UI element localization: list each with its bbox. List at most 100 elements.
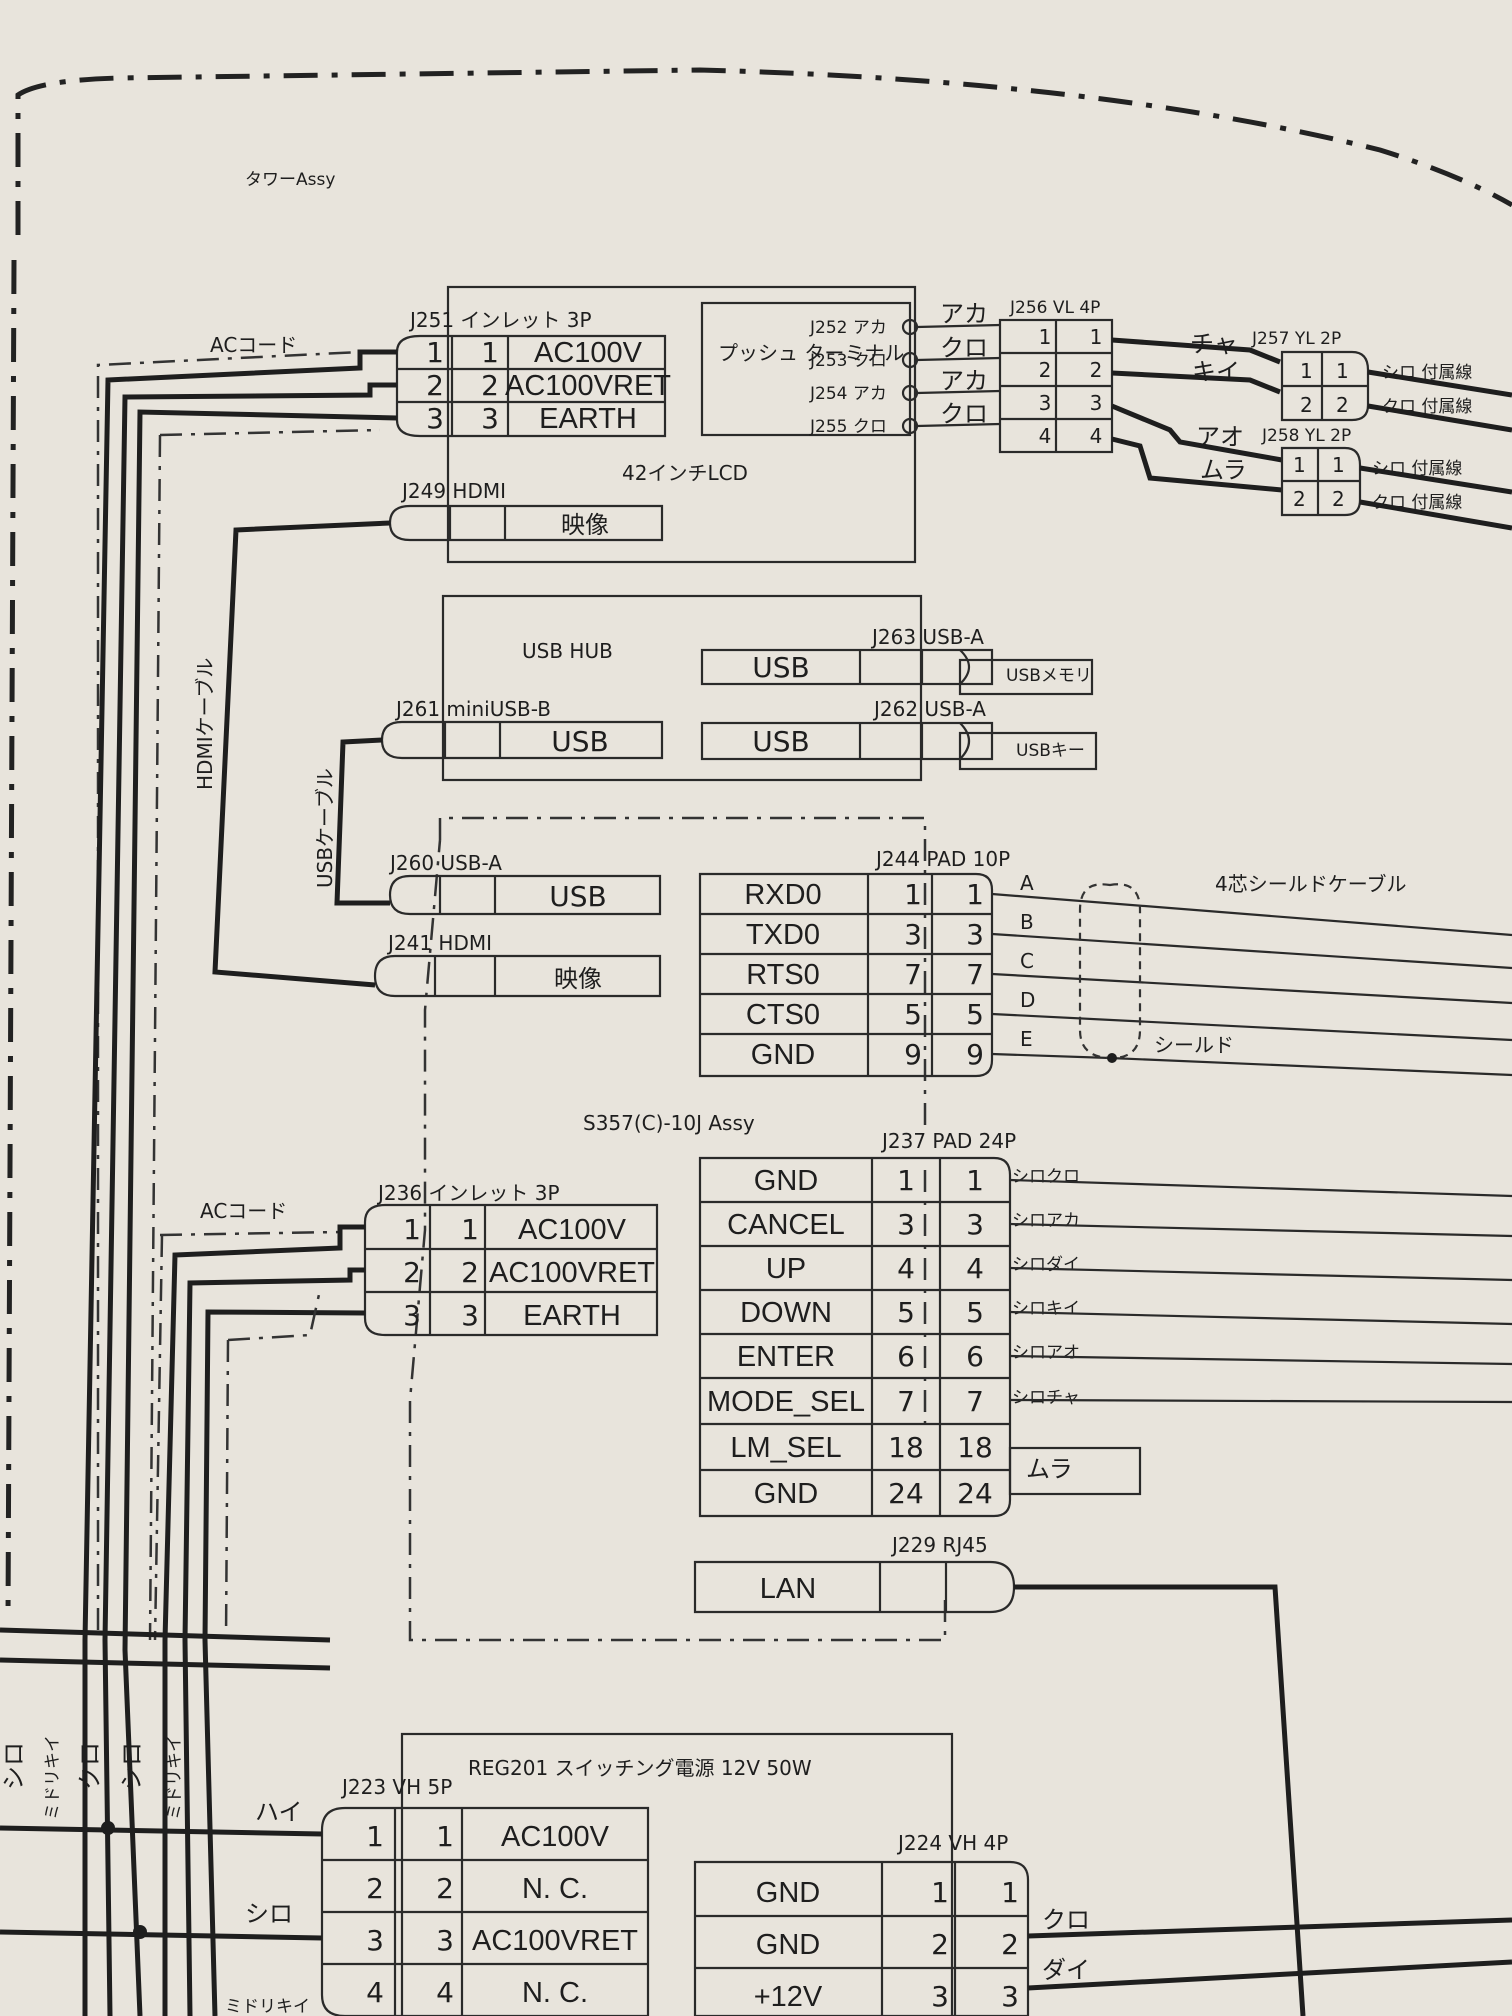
j237-wire-color: シロチャ xyxy=(1012,1388,1080,1408)
j251-pin: 2 xyxy=(481,369,499,402)
j236-pin: 1 xyxy=(461,1213,479,1246)
j257-pin: 2 xyxy=(1300,393,1313,417)
j237-wire-color: シロクロ xyxy=(1012,1167,1080,1187)
j223-pin: 2 xyxy=(436,1872,454,1905)
j251-signal: AC100VRET xyxy=(505,370,671,402)
wire-letter: D xyxy=(1020,988,1035,1012)
j263-connector: USB USBメモリ xyxy=(700,648,1094,696)
j261-connector: USB xyxy=(380,720,664,760)
j241-video: 映像 xyxy=(554,965,602,993)
j244-pin: 1 xyxy=(966,878,984,911)
vertical-wire-label: クロ xyxy=(76,1742,104,1790)
ac-cord-wires xyxy=(0,349,398,2016)
j224-out-wire xyxy=(1027,1917,1512,1939)
j244-label: J244 PAD 10P xyxy=(874,847,1010,871)
j256-pin: 1 xyxy=(1090,325,1103,349)
j258-pin: 2 xyxy=(1293,487,1306,511)
j241-connector: 映像 xyxy=(373,954,662,998)
j237-signal: MODE_SEL xyxy=(707,1386,865,1418)
j237-pin: 3 xyxy=(966,1208,984,1241)
j229-label: J229 RJ45 xyxy=(890,1533,988,1557)
j241-label: J241 HDMI xyxy=(386,931,492,955)
lcd-title: 42インチLCD xyxy=(622,461,748,485)
j258-out-wire xyxy=(1359,499,1512,531)
j256-pin: 4 xyxy=(1090,424,1103,448)
j263-device: USBメモリ xyxy=(1006,666,1092,686)
j237-pin: 7 xyxy=(966,1385,984,1418)
tower-assy-boundary xyxy=(15,67,1512,235)
shield-cable-wires xyxy=(991,883,1512,1077)
j257-out-label: クロ 付属線 xyxy=(1382,397,1472,417)
j224-signal: +12V xyxy=(754,1981,823,2013)
j256-pin: 1 xyxy=(1039,325,1052,349)
ac-cord-label-mid: ACコード xyxy=(200,1199,287,1223)
j249-video: 映像 xyxy=(561,511,609,539)
j257-out-label: シロ 付属線 xyxy=(1382,363,1472,383)
j258-in-label: アオ xyxy=(1196,423,1244,451)
j237-pin: 7 xyxy=(897,1385,915,1418)
j237-pin: 6 xyxy=(966,1340,984,1373)
usb-cable xyxy=(334,737,390,906)
j256-label: J256 VL 4P xyxy=(1009,298,1100,318)
j244-pin: 7 xyxy=(966,958,984,991)
j244-signal: GND xyxy=(751,1039,815,1071)
j237-signal: UP xyxy=(766,1253,806,1285)
j237-wire-color: シロキイ xyxy=(1012,1299,1080,1319)
j258-pin: 2 xyxy=(1332,487,1345,511)
j257-pin: 1 xyxy=(1336,359,1349,383)
j244-signal: CTS0 xyxy=(746,999,820,1031)
j257-label: J257 YL 2P xyxy=(1251,329,1341,349)
j224-wire-label: クロ xyxy=(1042,1906,1090,1934)
j237-pin: 4 xyxy=(966,1252,984,1285)
j237-pin: 6 xyxy=(897,1340,915,1373)
wire-letter: C xyxy=(1020,949,1034,973)
hdmi-cable-label: HDMIケーブル xyxy=(193,658,217,790)
j244-signal: TXD0 xyxy=(746,919,820,951)
reg201-box xyxy=(400,1732,954,2016)
shield-cable-label: 4芯シールドケーブル xyxy=(1215,872,1407,896)
j237-out-wires xyxy=(1008,1178,1512,1496)
j251-pin: 3 xyxy=(426,402,444,435)
j244-signal: RTS0 xyxy=(746,959,820,991)
j237-pin: 18 xyxy=(888,1431,924,1464)
wire-letter: A xyxy=(1020,871,1034,895)
j263-usb: USB xyxy=(752,651,809,684)
push-terminal-box xyxy=(700,301,912,437)
j251-pin: 2 xyxy=(426,369,444,402)
j224-pin: 3 xyxy=(1001,1980,1019,2013)
j236-label: J236 インレット 3P xyxy=(376,1181,560,1205)
j224-pin: 3 xyxy=(931,1980,949,2013)
j257-pin: 2 xyxy=(1336,393,1349,417)
j237-pin: 1 xyxy=(897,1164,915,1197)
push-jack-label: J255 クロ xyxy=(809,417,887,437)
j258-label: J258 YL 2P xyxy=(1261,426,1351,446)
j237-pin: 24 xyxy=(957,1477,993,1510)
j258-pin: 1 xyxy=(1293,453,1306,477)
vertical-wire-label: シロ xyxy=(0,1742,28,1790)
j224-pin: 1 xyxy=(1001,1876,1019,1909)
j257-connector: 1 1 2 2 xyxy=(1280,350,1370,422)
j237-wire-color: シロアオ xyxy=(1012,1343,1080,1363)
j251-pin: 1 xyxy=(481,336,499,369)
j260-label: J260 USB-A xyxy=(388,851,502,875)
j223-wire-label: ミドリキイ xyxy=(225,1997,310,2016)
shield-label: シールド xyxy=(1154,1033,1234,1057)
usb-cable-label: USBケーブル xyxy=(313,768,337,888)
j244-pin: 3 xyxy=(904,918,922,951)
j262-connector: USB USBキー xyxy=(700,721,1098,771)
j237-connector xyxy=(698,1156,1012,1518)
j223-wire-label: ハイ xyxy=(255,1798,303,1826)
j261-label: J261 miniUSB-B xyxy=(394,697,551,721)
j244-pin: 3 xyxy=(966,918,984,951)
j237-wire-color: ムラ xyxy=(1026,1455,1073,1483)
j237-pin: 5 xyxy=(897,1296,915,1329)
usb-hub-box xyxy=(441,594,923,782)
j237-signal: GND xyxy=(754,1165,818,1197)
wire-letter: B xyxy=(1020,910,1034,934)
j237-pin: 24 xyxy=(888,1477,924,1510)
j223-signal: AC100VRET xyxy=(472,1925,638,1957)
j224-pin: 2 xyxy=(931,1928,949,1961)
j258-out-wire xyxy=(1359,465,1512,495)
j223-pin: 3 xyxy=(366,1924,384,1957)
push-wire-label: アカ xyxy=(940,300,988,328)
